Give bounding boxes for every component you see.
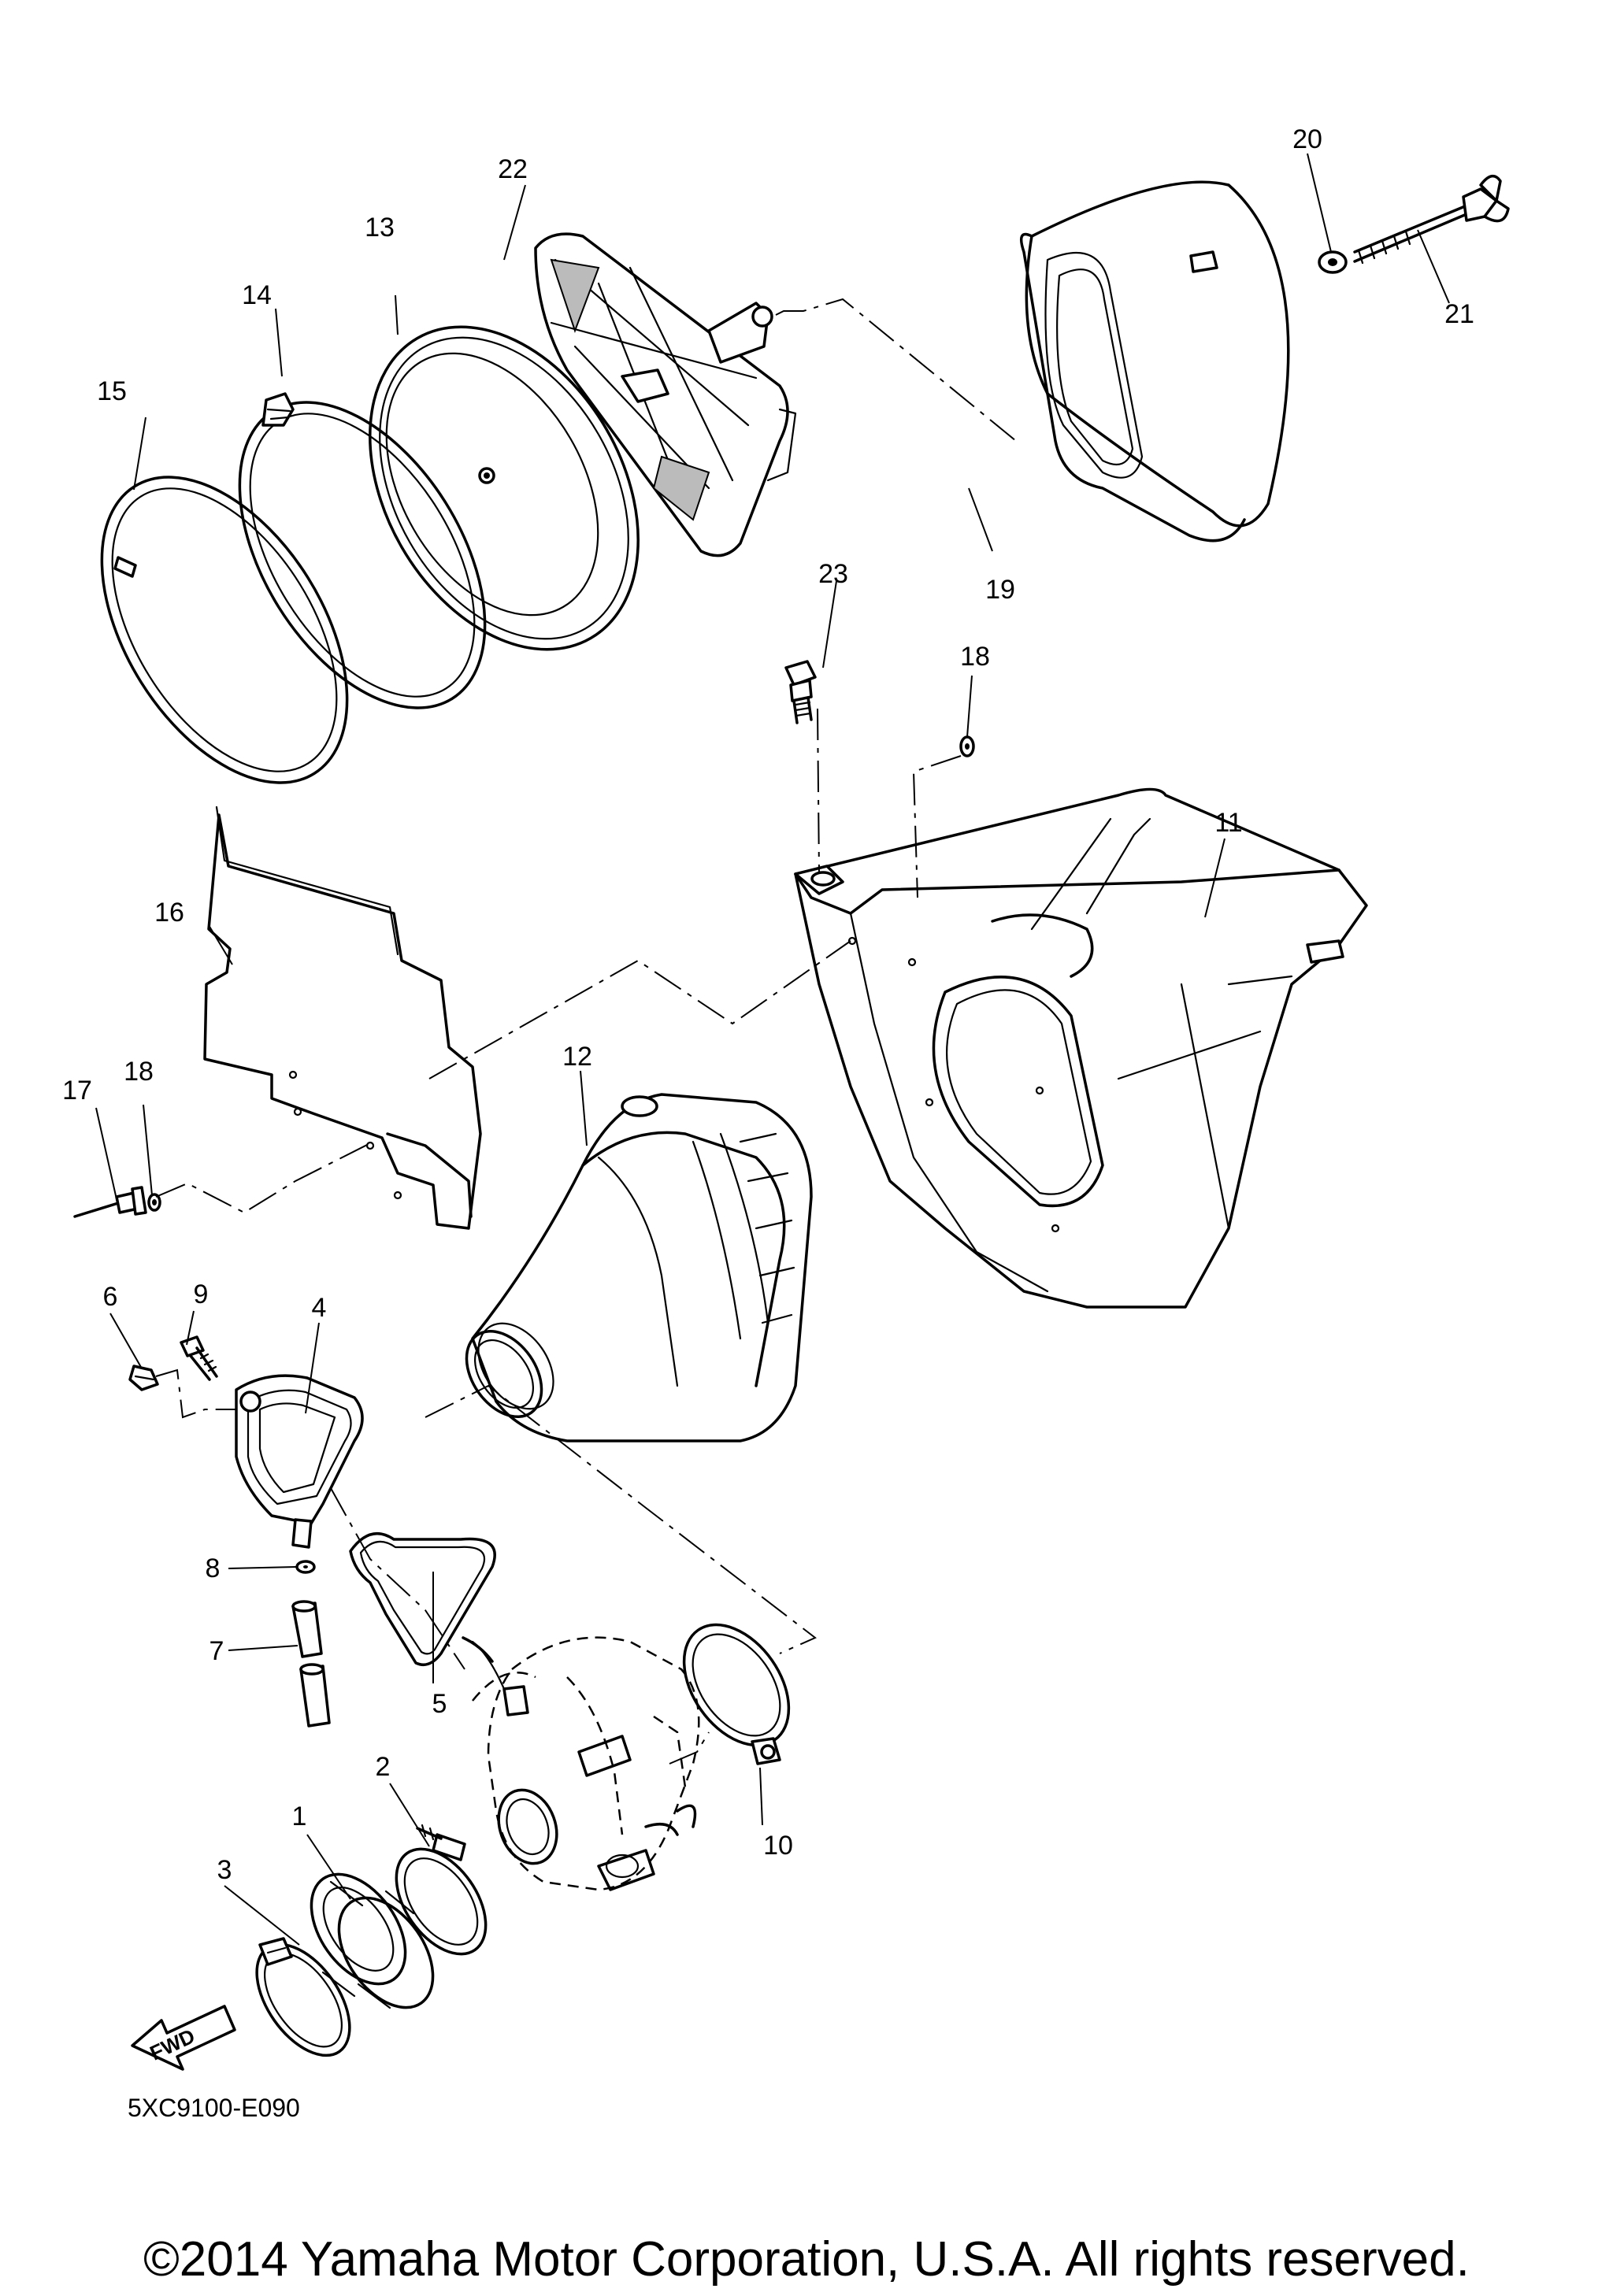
part-4-cover bbox=[235, 1374, 364, 1549]
part-18-washer-upper bbox=[959, 735, 975, 757]
part-16-seal-sheet bbox=[203, 805, 482, 1230]
part-20-washer bbox=[1318, 250, 1348, 274]
part-13-filter-cover bbox=[369, 325, 640, 651]
part-11-air-filter-case bbox=[794, 787, 1368, 1309]
part-7-hose bbox=[291, 1600, 331, 1728]
callout-21: 21 bbox=[1444, 299, 1474, 329]
part-18-washer-lower bbox=[147, 1193, 161, 1212]
callout-14: 14 bbox=[242, 280, 272, 310]
part-10-clamp bbox=[682, 1623, 791, 1765]
part-15-band bbox=[100, 476, 349, 784]
callout-8: 8 bbox=[206, 1554, 221, 1583]
callout-9: 9 bbox=[194, 1279, 209, 1309]
callout-20: 20 bbox=[1292, 124, 1322, 154]
callout-15: 15 bbox=[97, 376, 127, 406]
part-19-air-filter bbox=[1019, 180, 1290, 543]
part-21-wing-bolt bbox=[1353, 174, 1510, 265]
callout-3: 3 bbox=[217, 1855, 232, 1885]
callout-18-upper: 18 bbox=[960, 642, 990, 672]
part-23-bolt bbox=[784, 660, 817, 724]
part-6-clip bbox=[128, 1365, 159, 1391]
callout-4: 4 bbox=[312, 1293, 327, 1323]
part-3-clamp bbox=[255, 1937, 351, 2057]
part-8-washer bbox=[295, 1560, 316, 1574]
assembly-lines bbox=[155, 298, 1017, 1765]
carburetor-reference bbox=[462, 1636, 700, 1891]
part-2-clamp bbox=[395, 1824, 488, 1956]
callout-10: 10 bbox=[763, 1831, 793, 1861]
callout-7: 7 bbox=[210, 1636, 224, 1666]
callout-19: 19 bbox=[985, 575, 1015, 605]
callout-5: 5 bbox=[432, 1689, 447, 1719]
part-17-rivet bbox=[73, 1186, 147, 1218]
callout-16: 16 bbox=[154, 898, 184, 928]
diagram-code: 5XC9100-E090 bbox=[128, 2094, 300, 2122]
callout-2: 2 bbox=[376, 1752, 391, 1782]
part-14-clamp-ring bbox=[238, 392, 487, 709]
part-22-filter-guide bbox=[534, 232, 797, 557]
part-5-gasket bbox=[349, 1532, 496, 1666]
leader-lines bbox=[95, 153, 1450, 1946]
callout-17: 17 bbox=[62, 1076, 92, 1105]
part-12-joint bbox=[465, 1093, 813, 1442]
callout-6: 6 bbox=[103, 1282, 118, 1312]
callout-labels: 1 2 3 4 5 6 7 8 9 10 11 12 13 14 15 16 1… bbox=[62, 124, 1474, 1885]
callout-13: 13 bbox=[365, 213, 395, 243]
callout-22: 22 bbox=[498, 154, 528, 184]
copyright-notice: ©2014 Yamaha Motor Corporation, U.S.A. A… bbox=[143, 2232, 1470, 2287]
callout-18-lower: 18 bbox=[124, 1057, 154, 1087]
callout-12: 12 bbox=[562, 1042, 592, 1072]
fwd-arrow-icon: FWD bbox=[131, 2005, 236, 2071]
callout-11: 11 bbox=[1214, 808, 1242, 838]
callout-23: 23 bbox=[818, 559, 848, 589]
callout-1: 1 bbox=[292, 1802, 307, 1831]
